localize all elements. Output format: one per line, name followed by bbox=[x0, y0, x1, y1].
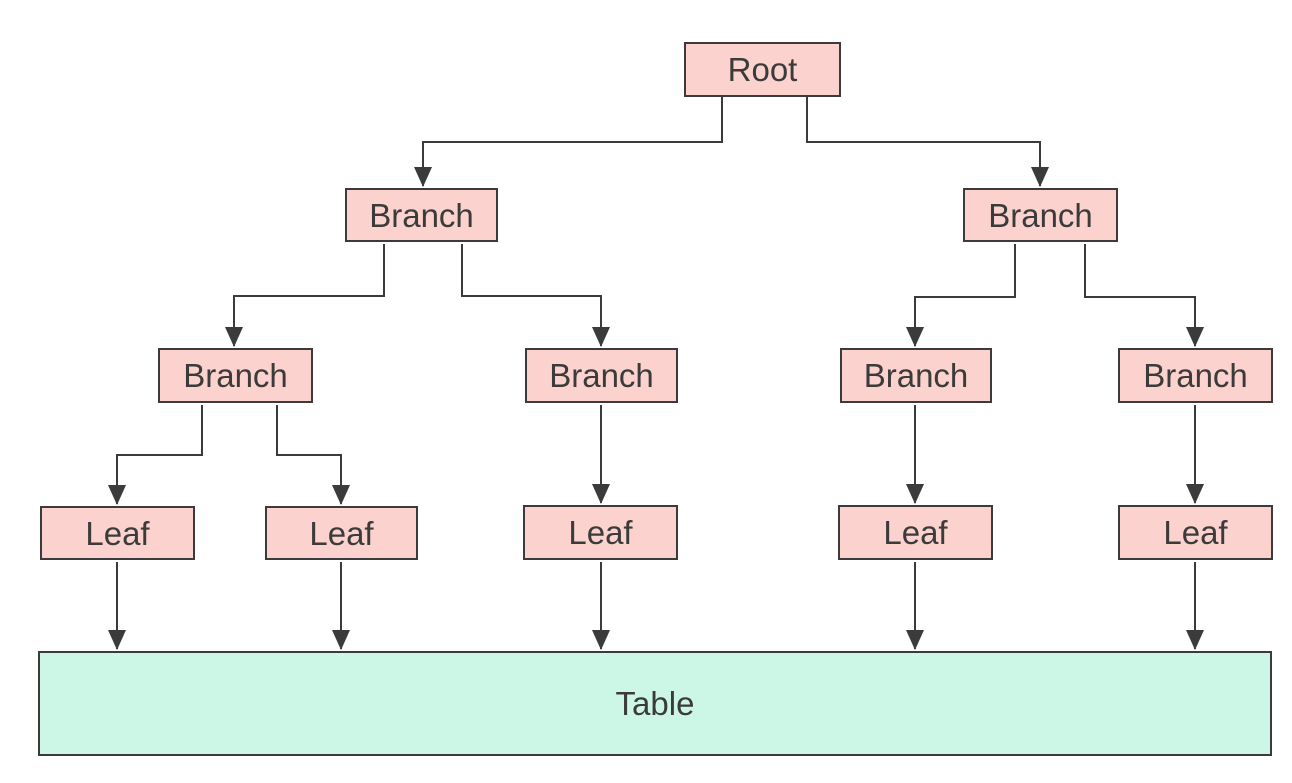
node-branch-right[interactable]: Branch bbox=[963, 188, 1118, 242]
node-leaf-3[interactable]: Leaf bbox=[523, 505, 678, 560]
connector-root-to-branch-right bbox=[806, 97, 1049, 187]
node-branch-label: Branch bbox=[863, 357, 969, 394]
node-branch-left[interactable]: Branch bbox=[345, 188, 498, 242]
node-table-label: Table bbox=[615, 685, 695, 722]
node-branch-level2-2[interactable]: Branch bbox=[525, 348, 678, 403]
node-root[interactable]: Root bbox=[684, 42, 841, 97]
connector-branch-left-to-branch-1 bbox=[225, 244, 385, 347]
node-branch-level2-3[interactable]: Branch bbox=[840, 348, 992, 403]
connector-branch-1-to-leaf-2 bbox=[276, 405, 350, 505]
node-branch-label: Branch bbox=[549, 357, 654, 394]
node-branch-level2-1[interactable]: Branch bbox=[158, 348, 313, 403]
connector-branch-right-to-branch-4 bbox=[1084, 244, 1204, 347]
node-leaf-label: Leaf bbox=[1163, 514, 1228, 551]
node-root-label: Root bbox=[727, 51, 798, 88]
node-branch-label: Branch bbox=[988, 196, 1093, 234]
node-leaf-label: Leaf bbox=[309, 514, 374, 552]
node-leaf-2[interactable]: Leaf bbox=[265, 506, 418, 560]
connector-root-to-branch-left bbox=[414, 97, 723, 187]
node-leaf-5[interactable]: Leaf bbox=[1118, 505, 1273, 560]
node-branch-level2-4[interactable]: Branch bbox=[1118, 348, 1273, 403]
connector-branch-right-to-branch-3 bbox=[906, 244, 1016, 347]
node-leaf-4[interactable]: Leaf bbox=[838, 505, 993, 560]
node-branch-label: Branch bbox=[183, 357, 288, 394]
node-leaf-label: Leaf bbox=[568, 514, 633, 551]
node-branch-label: Branch bbox=[1143, 357, 1248, 394]
node-leaf-label: Leaf bbox=[85, 514, 150, 552]
connector-branch-left-to-branch-2 bbox=[461, 244, 610, 347]
node-table[interactable]: Table bbox=[38, 651, 1272, 756]
node-branch-label: Branch bbox=[369, 196, 474, 234]
node-leaf-label: Leaf bbox=[883, 514, 948, 551]
connector-branch-1-to-leaf-1 bbox=[108, 405, 203, 505]
node-leaf-1[interactable]: Leaf bbox=[40, 506, 195, 560]
